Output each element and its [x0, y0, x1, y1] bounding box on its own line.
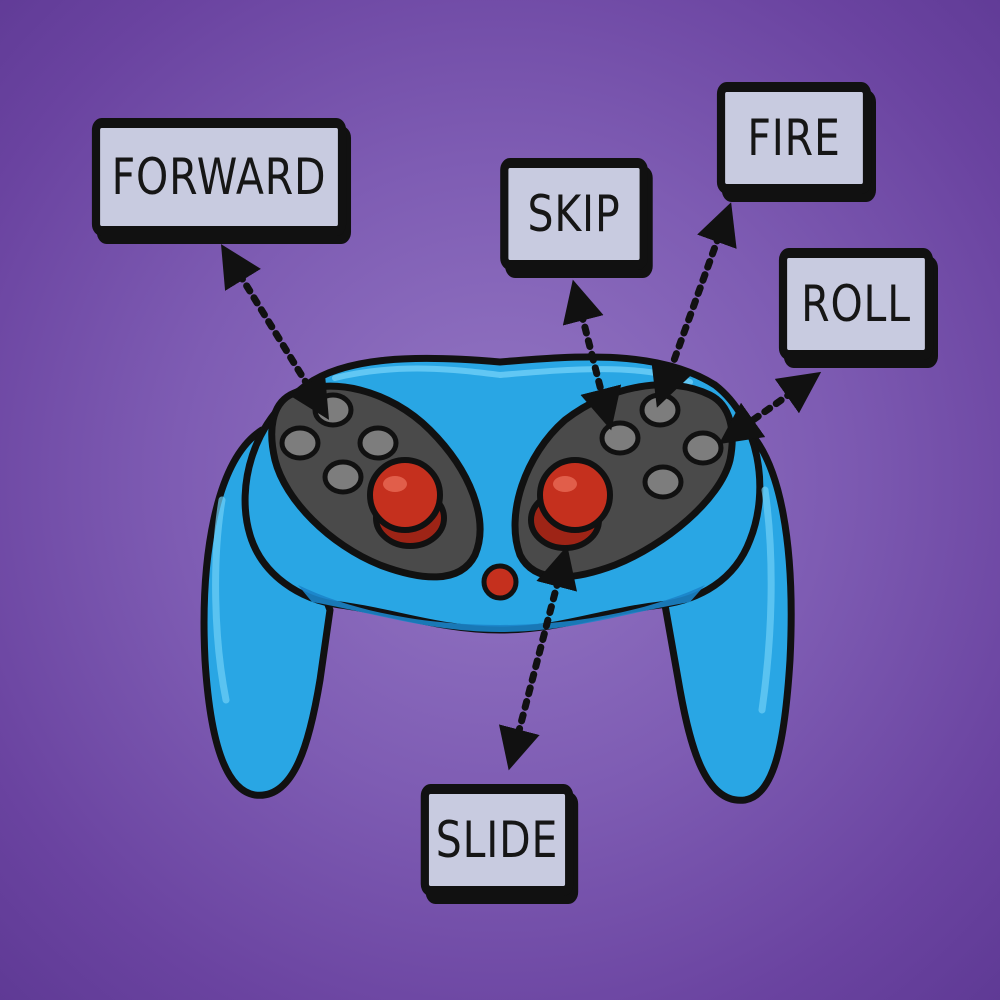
label-forward-text: FORWARD [111, 148, 327, 206]
controller-highlight [332, 365, 693, 385]
label-fire: FIRE [716, 82, 872, 194]
arrow-slide [498, 545, 578, 771]
right-joystick[interactable] [528, 457, 613, 551]
label-slide-text: SLIDE [435, 811, 559, 869]
callout-arrows [221, 202, 822, 771]
arrow-forward [221, 244, 329, 420]
arrow-fire [651, 202, 737, 408]
center-button[interactable] [481, 563, 519, 601]
label-fire-text: FIRE [747, 109, 841, 167]
label-slide: SLIDE [420, 784, 574, 896]
label-roll-text: ROLL [801, 275, 911, 333]
left-joystick[interactable] [367, 457, 447, 549]
arrow-roll [718, 371, 822, 445]
controller-left-grip [200, 426, 334, 799]
arrow-skip [562, 279, 622, 431]
label-roll: ROLL [778, 248, 934, 360]
label-skip: SKIP [500, 158, 648, 270]
label-skip-text: SKIP [527, 185, 621, 243]
controller-shade [298, 585, 705, 632]
label-forward: FORWARD [91, 118, 347, 236]
controller [200, 353, 795, 804]
